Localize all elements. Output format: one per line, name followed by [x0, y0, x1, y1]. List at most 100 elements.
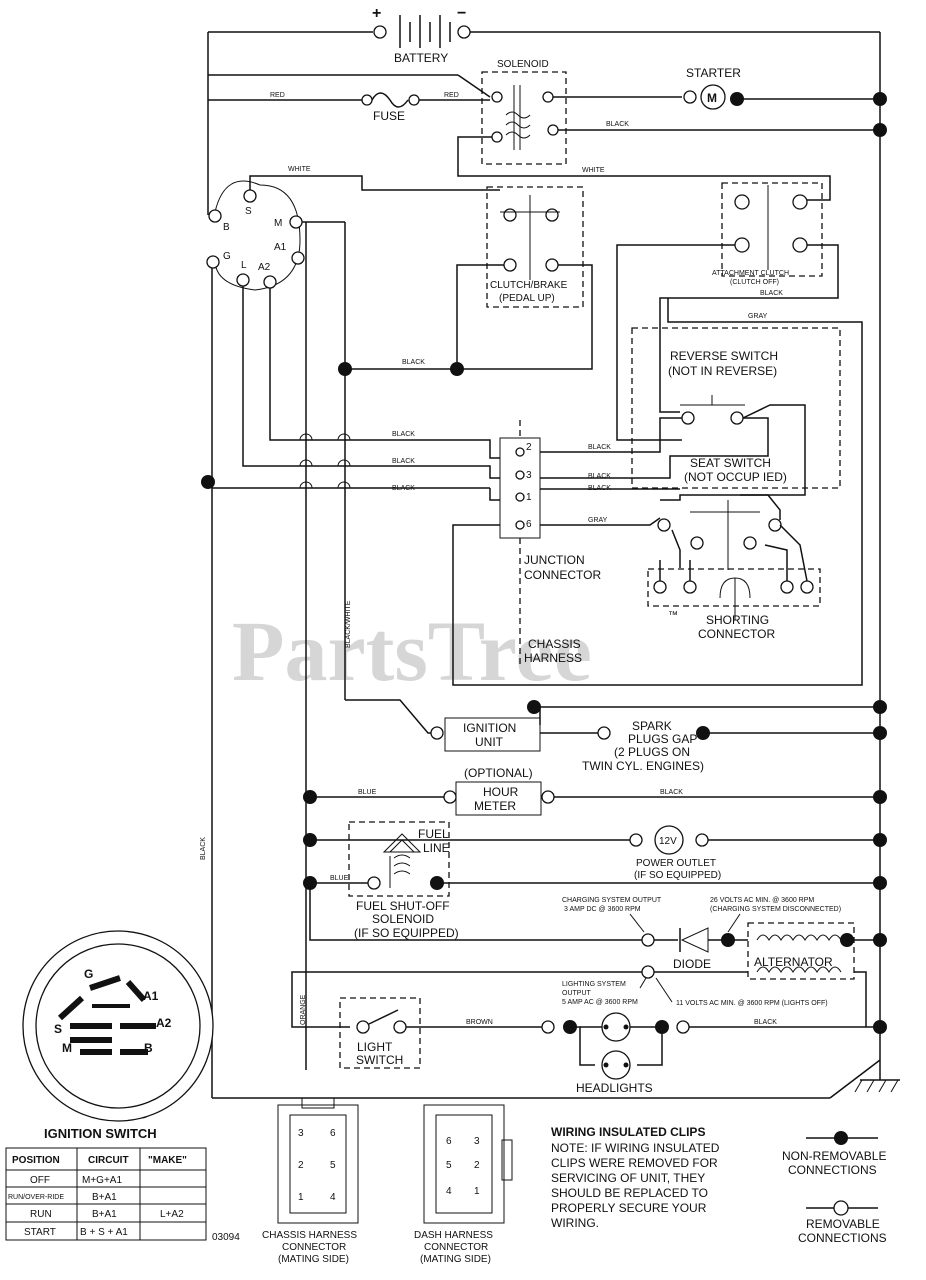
wire-orange: ORANGE — [300, 994, 307, 1025]
attach-clutch-label-2: (CLUTCH OFF) — [730, 279, 779, 286]
shorting-label-2: CONNECTOR — [698, 627, 775, 641]
outlet-label-1: POWER OUTLET — [636, 858, 716, 869]
face-m: M — [62, 1041, 72, 1055]
junction-label-1: JUNCTION — [524, 553, 585, 567]
pin-2: 2 — [526, 442, 532, 453]
starter-label: STARTER — [686, 66, 741, 80]
term-b: B — [223, 222, 230, 233]
chassis-pin-6: 6 — [330, 1128, 336, 1139]
wire-black-j1: BLACK — [392, 431, 415, 438]
spark-3: (2 PLUGS ON — [614, 745, 690, 759]
term-g: G — [223, 251, 231, 262]
note-1: NOTE: IF WIRING INSULATED — [551, 1141, 720, 1155]
note-2: CLIPS WERE REMOVED FOR — [551, 1156, 718, 1170]
headlights-label: HEADLIGHTS — [576, 1081, 653, 1095]
chassis-pin-3: 3 — [298, 1128, 304, 1139]
ac-volts-note: 26 VOLTS AC MIN. @ 3600 RPM (CHARGING SY… — [710, 897, 841, 933]
hour-optional: (OPTIONAL) — [464, 766, 533, 780]
light-switch-2: SWITCH — [356, 1053, 403, 1067]
alternator-label: ALTERNATOR — [754, 955, 833, 969]
clutch-brake-label-1: CLUTCH/BRAKE — [490, 280, 568, 291]
th-make: "MAKE" — [148, 1155, 187, 1166]
charge-1: CHARGING SYSTEM OUTPUT — [562, 897, 662, 904]
ignition-switch-terminals: B S M G L A2 A1 — [206, 180, 305, 291]
ac-volts-1: 26 VOLTS AC MIN. @ 3600 RPM — [710, 897, 814, 904]
fuse-label: FUSE — [373, 109, 405, 123]
dash-conn-3: (MATING SIDE) — [420, 1254, 491, 1265]
wire-black-attach: BLACK — [760, 290, 783, 297]
dash-pin-3: 3 — [474, 1136, 480, 1147]
spark-4: TWIN CYL. ENGINES) — [582, 759, 704, 773]
battery-plus: + — [372, 5, 381, 22]
wire-blue-2: BLUE — [330, 875, 349, 882]
chassis-label-1: CHASSIS — [528, 637, 581, 651]
watermark-tm: ™ — [668, 610, 678, 621]
pin-3: 3 — [526, 470, 532, 481]
ignition-switch-title: IGNITION SWITCH — [44, 1126, 157, 1141]
td-0-0: OFF — [30, 1175, 50, 1186]
spark-2: PLUGS GAP — [628, 732, 697, 746]
reverse-label-1: REVERSE SWITCH — [670, 349, 778, 363]
dash-conn-1: DASH HARNESS — [414, 1230, 493, 1241]
wire-blue-1: BLUE — [358, 789, 377, 796]
diode-label: DIODE — [673, 957, 711, 971]
legend-non-removable-icon — [834, 1131, 848, 1145]
shorting-connector: SHORTING CONNECTOR — [647, 524, 821, 641]
td-2-0: RUN — [30, 1209, 52, 1220]
wire-red-1: RED — [270, 92, 285, 99]
charge-2: 3 AMP DC @ 3600 RPM — [564, 906, 641, 913]
note-3: SERVICING OF UNIT, THEY — [551, 1171, 705, 1185]
wire-black-j4: BLACK — [588, 444, 611, 451]
chassis-label-2: HARNESS — [524, 651, 582, 665]
wire-black-hm: BLACK — [660, 789, 683, 796]
attachment-clutch: ATTACHMENT CLUTCH (CLUTCH OFF) — [712, 182, 823, 286]
lighting-output: LIGHTING SYSTEM OUTPUT 5 AMP AC @ 3600 R… — [562, 977, 647, 1006]
ignition-unit: IGNITION UNIT — [430, 717, 541, 752]
headlights: HEADLIGHTS — [541, 1012, 690, 1095]
wire-black-white: BLACK/WHITE — [345, 600, 352, 648]
wire-black-lights: BLACK — [754, 1019, 777, 1026]
td-1-1: B+A1 — [92, 1192, 117, 1203]
battery-minus: − — [457, 5, 466, 22]
face-a2: A2 — [156, 1016, 172, 1030]
watermark: PartsTree — [232, 603, 592, 699]
term-a2: A2 — [258, 262, 271, 273]
td-1-0: RUN/OVER-RIDE — [8, 1194, 64, 1201]
term-m: M — [274, 218, 282, 229]
seat-label-2: (NOT OCCUP IED) — [684, 470, 787, 484]
wire-black-solenoid: BLACK — [606, 121, 629, 128]
fuel-sol-3: (IF SO EQUIPPED) — [354, 926, 459, 940]
fuel-sol-2: SOLENOID — [372, 912, 434, 926]
dash-conn-2: CONNECTOR — [424, 1242, 488, 1253]
face-a1: A1 — [143, 989, 159, 1003]
legend-removable-icon — [833, 1200, 849, 1216]
part-number: 03094 — [212, 1232, 240, 1243]
chassis-conn-1: CHASSIS HARNESS — [262, 1230, 357, 1241]
fuel-shutoff-solenoid: FUEL LINE FUEL SHUT-OFF SOLENOID (IF SO … — [348, 821, 459, 940]
wire-gray-1: GRAY — [748, 313, 768, 320]
shorting-label-1: SHORTING — [706, 613, 769, 627]
fuel-line-2: LINE — [423, 841, 450, 855]
th-position: POSITION — [12, 1155, 60, 1166]
hour-meter: (OPTIONAL) HOUR METER — [443, 766, 555, 816]
wire-white-1: WHITE — [582, 167, 605, 174]
legend-r-2: CONNECTIONS — [798, 1231, 887, 1245]
face-s: S — [54, 1022, 62, 1036]
chassis-pin-2: 2 — [298, 1160, 304, 1171]
wire-white-2: WHITE — [288, 166, 311, 173]
lighting-1: LIGHTING SYSTEM — [562, 981, 626, 988]
dash-pin-2: 2 — [474, 1160, 480, 1171]
th-circuit: CIRCUIT — [88, 1155, 129, 1166]
chassis-pin-4: 4 — [330, 1192, 336, 1203]
clutch-brake-switch: CLUTCH/BRAKE (PEDAL UP) — [486, 186, 584, 308]
wire-black-j2: BLACK — [392, 458, 415, 465]
chassis-conn-3: (MATING SIDE) — [278, 1254, 349, 1265]
junction-label-2: CONNECTOR — [524, 568, 601, 582]
battery: + − BATTERY — [208, 5, 880, 65]
legend-r-1: REMOVABLE — [806, 1217, 880, 1231]
ground-icon — [854, 1060, 900, 1093]
alternator: ALTERNATOR — [747, 922, 855, 980]
light-switch: LIGHT SWITCH — [339, 997, 421, 1069]
ac-volts-2: (CHARGING SYSTEM DISCONNECTED) — [710, 906, 841, 913]
